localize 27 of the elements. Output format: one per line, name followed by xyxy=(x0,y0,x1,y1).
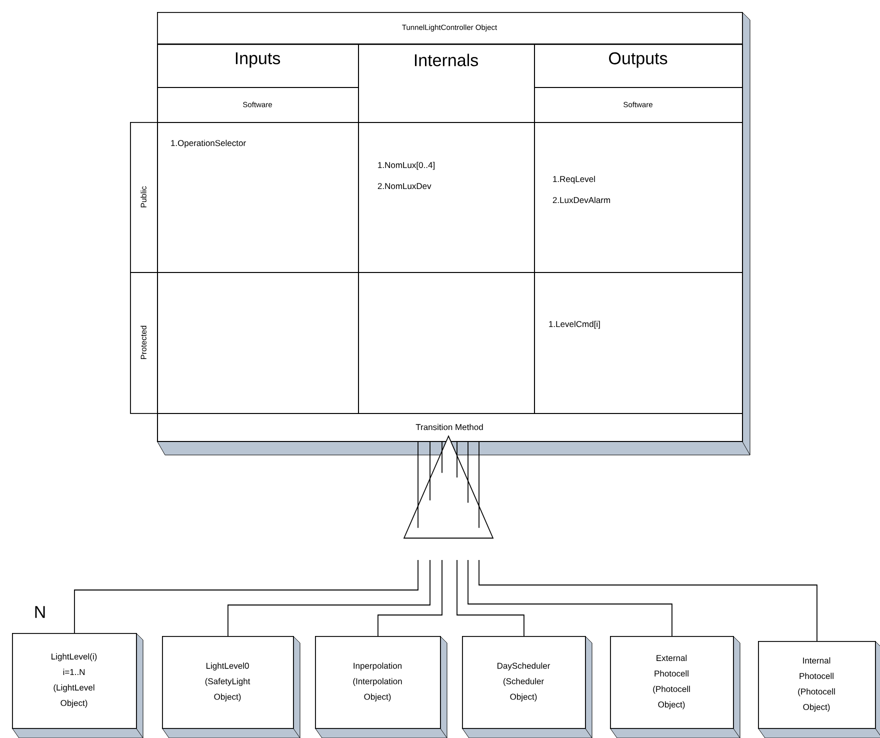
table-cell xyxy=(157,272,359,414)
column-header: Internals xyxy=(358,44,535,123)
table-cell: 1.OperationSelector xyxy=(157,122,359,273)
object-box: LightLevel(i) i=1..N (LightLevel Object) xyxy=(12,632,144,738)
object-box: LightLevel0 (SafetyLight Object) xyxy=(162,636,300,738)
connector-line xyxy=(456,441,458,478)
connector-line xyxy=(74,560,418,634)
object-box: Inperpolation (Interpolation Object) xyxy=(314,636,448,738)
object-box: DayScheduler (Scheduler Object) xyxy=(462,636,592,738)
connector-line xyxy=(456,560,524,636)
object-box: Internal Photocell (Photocell Object) xyxy=(758,640,880,738)
connector-line xyxy=(378,560,442,636)
side-band: Protected xyxy=(130,272,158,414)
table-cell xyxy=(358,272,535,414)
connector-line xyxy=(228,560,430,636)
method-band: Transition Method xyxy=(157,413,743,442)
table-cell: 1.NomLux[0..4] 2.NomLuxDev xyxy=(358,122,535,273)
object-box: External Photocell (Photocell Object) xyxy=(610,636,740,738)
connector-line xyxy=(478,560,818,642)
column-header: Outputs xyxy=(534,44,743,88)
connector-line xyxy=(478,441,480,528)
table-cell: 1.ReqLevel 2.LuxDevAlarm xyxy=(534,122,743,273)
connector-line xyxy=(468,560,672,636)
side-band: Public xyxy=(130,122,158,273)
column-header: Inputs xyxy=(157,44,359,88)
table-cell: 1.LevelCmd[i] xyxy=(534,272,743,414)
multiplicity-label: N xyxy=(35,606,45,618)
